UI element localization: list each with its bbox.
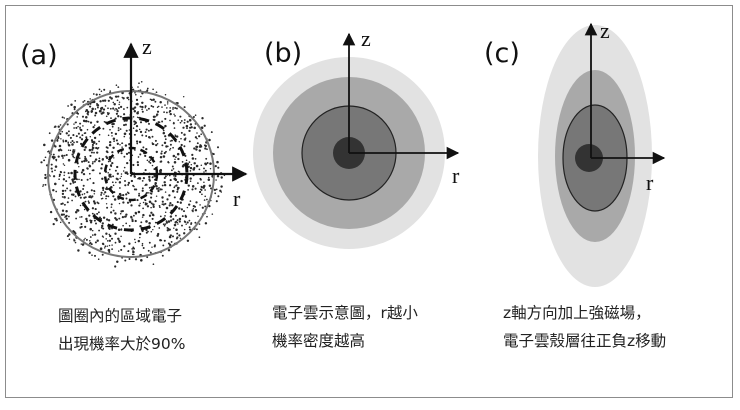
caption-line: 電子雲殼層往正負z移動 <box>503 332 667 350</box>
caption-line: 圖圈內的區域電子 <box>58 307 183 325</box>
z-axis-label: z <box>361 26 371 51</box>
z-axis-label: z <box>142 34 152 59</box>
panel-a-label: (a) <box>20 40 58 71</box>
caption-line: 電子雲示意圖，r越小 <box>272 304 418 322</box>
r-axis-label: r <box>646 170 654 195</box>
caption-line: z軸方向加上強磁場， <box>503 304 651 322</box>
diagram-frame: (a) z r (b) z r (c) z r <box>5 5 733 398</box>
panel-c-caption: z軸方向加上強磁場， 電子雲殼層往正負z移動 <box>503 299 666 355</box>
caption-line: 機率密度越高 <box>272 332 366 350</box>
diagram-canvas: (a) z r (b) z r (c) z r <box>20 18 666 287</box>
panel-c-label: (c) <box>484 38 520 69</box>
r-axis-label: r <box>233 186 241 211</box>
panel-a-caption: 圖圈內的區域電子 出現機率大於90% <box>58 302 185 358</box>
panel-a: (a) z r <box>20 34 248 268</box>
z-axis-label: z <box>600 18 610 43</box>
probability-dots <box>40 80 226 268</box>
panel-b: (b) z r <box>253 26 460 249</box>
caption-line: 出現機率大於90% <box>58 335 186 353</box>
core <box>575 144 603 172</box>
r-axis-label: r <box>452 163 460 188</box>
panel-b-caption: 電子雲示意圖，r越小 機率密度越高 <box>272 299 418 355</box>
panel-b-label: (b) <box>264 38 302 69</box>
panel-c: (c) z r <box>484 18 666 287</box>
